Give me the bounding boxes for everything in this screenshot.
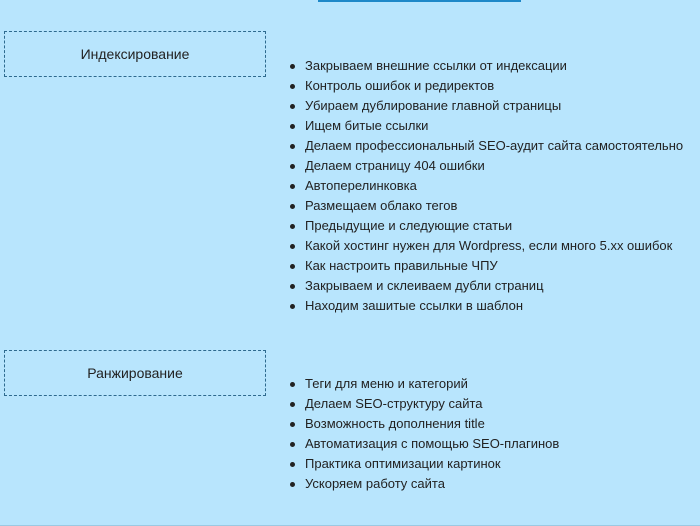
list-item[interactable]: Как настроить правильные ЧПУ <box>287 256 683 276</box>
top-accent-bar <box>318 0 521 2</box>
list-item[interactable]: Закрываем и склеиваем дубли страниц <box>287 276 683 296</box>
list-item[interactable]: Ускоряем работу сайта <box>287 474 559 494</box>
list-item[interactable]: Какой хостинг нужен для Wordpress, если … <box>287 236 683 256</box>
list-item[interactable]: Делаем профессиональный SEO-аудит сайта … <box>287 136 683 156</box>
list-item[interactable]: Теги для меню и категорий <box>287 374 559 394</box>
topic-list-ranking: Теги для меню и категорий Делаем SEO-стр… <box>287 374 559 494</box>
list-item[interactable]: Предыдущие и следующие статьи <box>287 216 683 236</box>
list-item[interactable]: Возможность дополнения title <box>287 414 559 434</box>
list-item[interactable]: Делаем SEO-структуру сайта <box>287 394 559 414</box>
list-item[interactable]: Делаем страницу 404 ошибки <box>287 156 683 176</box>
section-label-ranking: Ранжирование <box>4 350 266 396</box>
list-item[interactable]: Находим зашитые ссылки в шаблон <box>287 296 683 316</box>
list-item[interactable]: Автоперелинковка <box>287 176 683 196</box>
section-label-indexing: Индексирование <box>4 31 266 77</box>
list-item[interactable]: Практика оптимизации картинок <box>287 454 559 474</box>
list-item[interactable]: Автоматизация с помощью SEO-плагинов <box>287 434 559 454</box>
list-item[interactable]: Ищем битые ссылки <box>287 116 683 136</box>
topic-list-indexing: Закрываем внешние ссылки от индексации К… <box>287 56 683 316</box>
list-item[interactable]: Закрываем внешние ссылки от индексации <box>287 56 683 76</box>
list-item[interactable]: Контроль ошибок и редиректов <box>287 76 683 96</box>
list-item[interactable]: Размещаем облако тегов <box>287 196 683 216</box>
list-item[interactable]: Убираем дублирование главной страницы <box>287 96 683 116</box>
